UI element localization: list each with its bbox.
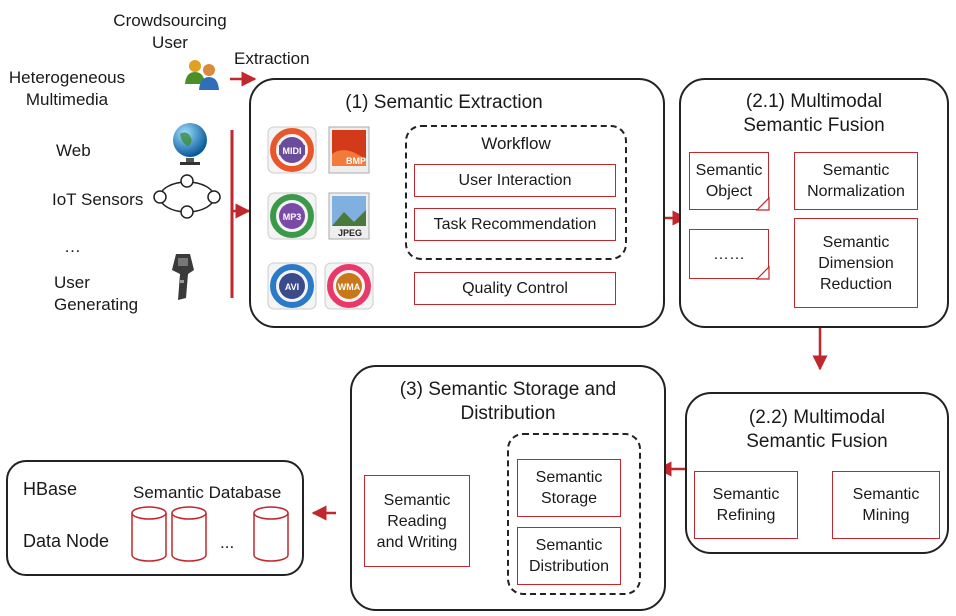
svg-text:JPEG: JPEG: [338, 228, 362, 238]
crowdsourcing-user-label: Crowdsourcing User: [113, 11, 227, 52]
fusion-2-title: (2.2) Multimodal Semantic Fusion: [746, 407, 888, 452]
extraction-label: Extraction: [234, 49, 310, 68]
wma-file-icon: WMA: [324, 262, 374, 310]
web-label: Web: [56, 141, 91, 160]
mp3-file-icon: MP3: [267, 192, 317, 240]
semantic-object-box: Semantic Object: [689, 152, 769, 210]
semantic-mining-box: Semantic Mining: [832, 471, 940, 539]
users-icon: [182, 58, 222, 97]
hbase-title: HBase: [23, 479, 78, 499]
handheld-scanner-icon: [168, 252, 198, 307]
svg-text:WMA: WMA: [338, 282, 361, 292]
database-ellipsis: ...: [220, 533, 235, 552]
storage-group: [507, 433, 641, 595]
quality-control-box: Quality Control: [414, 272, 616, 305]
user-interaction-box: User Interaction: [414, 164, 616, 197]
semantic-reading-writing-box: Semantic Reading and Writing: [364, 475, 470, 567]
sensor-network-icon: [150, 172, 224, 227]
semantic-storage-box: Semantic Storage: [517, 459, 621, 517]
svg-text:MP3: MP3: [283, 212, 302, 222]
user-generating-label: User Generating: [54, 273, 139, 314]
bmp-file-icon: BMP: [324, 126, 374, 174]
semantic-database-label: Semantic Database: [133, 483, 282, 502]
svg-text:AVI: AVI: [285, 282, 299, 292]
data-node-label: Data Node: [23, 531, 110, 551]
task-recommendation-box: Task Recommendation: [414, 208, 616, 241]
heterogeneous-multimedia-label: Heterogeneous Multimedia: [8, 68, 126, 109]
svg-text:BMP: BMP: [346, 156, 366, 166]
workflow-group: [405, 125, 627, 260]
workflow-label: Workflow: [481, 134, 551, 153]
sources-ellipsis: …: [64, 237, 81, 256]
database-cylinder-icon: [130, 506, 168, 567]
jpeg-file-icon: JPEG: [324, 192, 374, 240]
midi-file-icon: MIDI: [267, 126, 317, 174]
iot-sensors-label: IoT Sensors: [52, 190, 144, 209]
ellipsis-box: ……: [689, 229, 769, 279]
svg-text:MIDI: MIDI: [283, 146, 302, 156]
database-cylinder-icon: [252, 506, 290, 567]
semantic-dimension-reduction-box: Semantic Dimension Reduction: [794, 218, 918, 308]
semantic-refining-box: Semantic Refining: [694, 471, 798, 539]
avi-file-icon: AVI: [267, 262, 317, 310]
semantic-extraction-title: (1) Semantic Extraction: [345, 92, 543, 113]
semantic-normalization-box: Semantic Normalization: [794, 152, 918, 210]
database-cylinder-icon: [170, 506, 208, 567]
globe-icon: [168, 120, 212, 171]
semantic-distribution-box: Semantic Distribution: [517, 527, 621, 585]
fusion-1-title: (2.1) Multimodal Semantic Fusion: [743, 91, 885, 136]
storage-title: (3) Semantic Storage and Distribution: [399, 379, 617, 424]
